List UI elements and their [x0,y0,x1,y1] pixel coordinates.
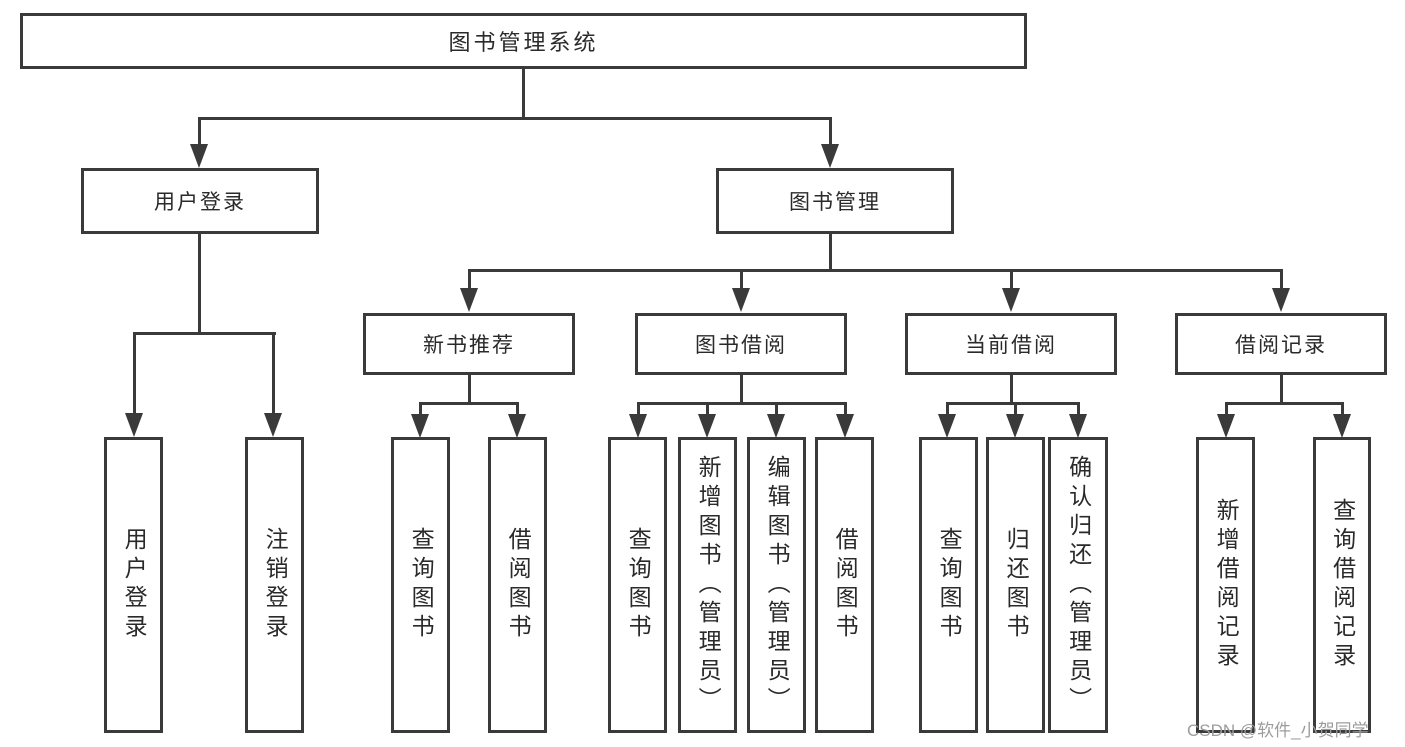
leaf-user-login: 用户登录 [104,437,163,733]
connector-line [1225,402,1344,405]
arrowhead-icon [767,414,785,438]
connector-line [419,404,422,415]
arrowhead-icon [938,414,956,438]
leaf-borrow-books-recommend: 借阅图书 [488,437,547,733]
arrowhead-icon [1333,414,1351,438]
watermark-text: CSDN @软件_小贺同学 [1187,721,1369,740]
connector-line [740,271,743,289]
connector-line [829,234,832,271]
arrowhead-icon [836,414,854,438]
leaf-borrow-books: 借阅图书 [815,437,874,733]
arrowhead-icon [264,413,282,437]
connector-line [198,234,201,334]
connector-line [1341,404,1344,415]
arrowhead-icon [411,414,429,438]
arrowhead-icon [629,414,647,438]
connector-line [1014,404,1017,415]
leaf-query-books-borrow: 查询图书 [608,437,667,733]
connector-line [468,271,471,289]
connector-line [637,402,847,405]
arrowhead-icon [460,288,478,312]
node-user-login: 用户登录 [81,168,319,234]
leaf-logout: 注销登录 [245,437,304,733]
arrowhead-icon [125,413,143,437]
connector-line [198,117,832,120]
leaf-add-borrow-record: 新增借阅记录 [1196,437,1255,733]
arrowhead-icon [190,144,208,168]
leaf-confirm-return-admin: 确认归还（管理员） [1048,437,1108,733]
connector-line [775,404,778,415]
leaf-query-borrow-record: 查询借阅记录 [1313,437,1371,733]
arrowhead-icon [508,414,526,438]
connector-line [522,69,525,120]
connector-line [516,404,519,415]
connector-line [946,402,1080,405]
connector-line [1010,271,1013,289]
connector-line [844,404,847,415]
connector-line [740,375,743,404]
connector-line [133,334,136,414]
leaf-query-books-recommend: 查询图书 [391,437,450,733]
arrowhead-icon [698,414,716,438]
connector-line [1280,375,1283,404]
leaf-edit-books-admin: 编辑图书（管理员） [747,437,806,733]
node-book-borrow: 图书借阅 [635,313,847,375]
arrowhead-icon [732,288,750,312]
connector-line [706,404,709,415]
connector-line [133,332,276,335]
arrowhead-icon [1217,414,1235,438]
connector-line [1225,404,1228,415]
connector-line [468,375,471,404]
node-root: 图书管理系统 [20,13,1027,69]
leaf-return-books: 归还图书 [986,437,1045,733]
connector-line [419,402,519,405]
connector-line [468,269,1283,272]
leaf-add-books-admin: 新增图书（管理员） [678,437,737,733]
connector-line [829,119,832,146]
arrowhead-icon [1006,414,1024,438]
connector-line [637,404,640,415]
node-new-book-recommend: 新书推荐 [363,313,575,375]
node-book-management: 图书管理 [716,168,954,234]
connector-line [1280,271,1283,289]
leaf-query-books-current: 查询图书 [919,437,978,733]
arrowhead-icon [1272,288,1290,312]
arrowhead-icon [1002,288,1020,312]
node-current-borrow: 当前借阅 [905,313,1117,375]
connector-line [272,334,275,414]
connector-line [1010,375,1013,404]
arrowhead-icon [1069,414,1087,438]
node-borrow-records: 借阅记录 [1175,313,1387,375]
connector-line [946,404,949,415]
connector-line [198,119,201,146]
connector-line [1077,404,1080,415]
arrowhead-icon [821,144,839,168]
